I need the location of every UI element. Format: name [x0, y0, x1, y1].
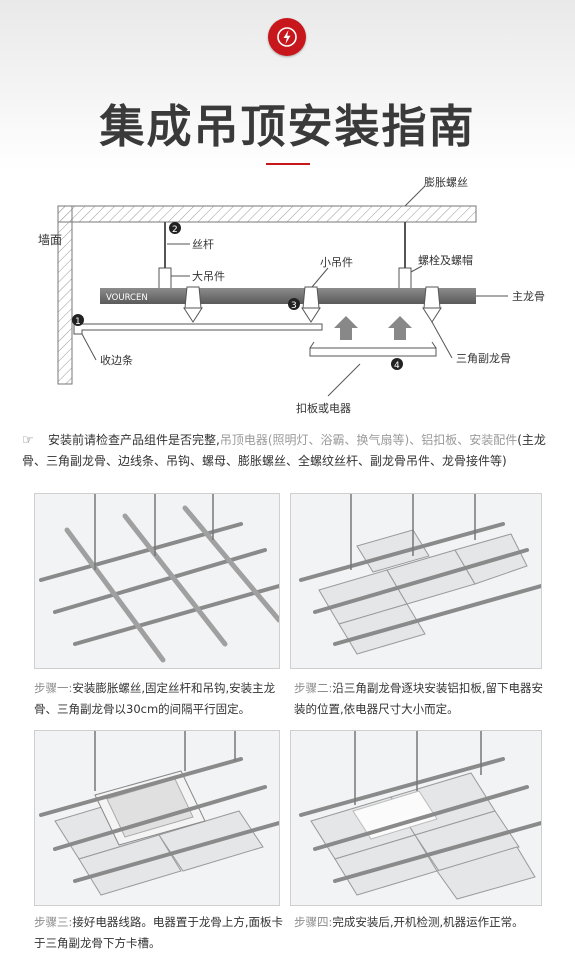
marker-2: 2 [172, 225, 178, 235]
label-wall: 墙面 [38, 233, 62, 247]
step-1-text: 安装膨胀螺丝,固定丝杆和吊钩,安装主龙骨、三角副龙骨以30cm的间隔平行固定。 [34, 681, 276, 716]
arrow-up-2 [388, 316, 412, 340]
triangle-keel-2 [301, 307, 321, 323]
arrow-up-1 [334, 316, 358, 340]
wall [57, 205, 73, 385]
lightning-badge [268, 18, 306, 56]
ceiling-slab [57, 205, 477, 223]
intro-check: 安装前请检查产品组件是否完整, [48, 433, 220, 447]
intro-parts: (主龙骨、三角副龙骨、边线条、吊钩、螺母、膨胀螺丝、全螺纹丝杆、副龙骨吊件、龙骨… [22, 433, 546, 468]
step-4-caption: 步骤四:完成安装后,开机检测,机器运作正常。 [294, 912, 550, 933]
triangle-keel-1 [183, 307, 203, 323]
step-4-label: 步骤四: [294, 915, 333, 929]
step-1-caption: 步骤一:安装膨胀螺丝,固定丝杆和吊钩,安装主龙骨、三角副龙骨以30cm的间隔平行… [34, 678, 284, 720]
label-main-keel: 主龙骨 [512, 290, 545, 303]
label-large-hanger: 大吊件 [192, 269, 225, 283]
label-triangle-keel: 三角副龙骨 [456, 352, 511, 365]
step-3-text: 接好电器线路。电器置于龙骨上方,面板卡于三角副龙骨下方卡槽。 [34, 915, 284, 950]
brand-mark: VOURCEN [106, 293, 148, 303]
main-keel [100, 288, 476, 304]
step-3-caption: 步骤三:接好电器线路。电器置于龙骨上方,面板卡于三角副龙骨下方卡槽。 [34, 912, 284, 954]
step-4-image [290, 730, 542, 906]
edge-strip [73, 323, 323, 335]
step-2-image [290, 493, 542, 669]
light-panel [352, 790, 438, 840]
step-3-image [34, 730, 280, 906]
step-2-caption: 步骤二:沿三角副龙骨逐块安装铝扣板,留下电器安装的位置,依电器尺寸大小而定。 [294, 678, 550, 720]
label-small-hanger: 小吊件 [320, 256, 353, 269]
label-threaded-rod: 丝杆 [192, 237, 214, 251]
pointing-hand-icon: ☞ [22, 433, 34, 448]
marker-1: 1 [75, 317, 81, 327]
triangle-keel-3 [422, 307, 442, 323]
ceiling-panel [309, 347, 437, 357]
label-panel-or-appliance: 扣板或电器 [296, 401, 351, 415]
small-hanger-1 [184, 286, 202, 309]
intro-text: ☞ 安装前请检查产品组件是否完整,吊顶电器(照明灯、浴霸、换气扇等)、铝扣板、安装… [22, 430, 552, 472]
installation-diagram: 墙面 VOURCEN 1 2 3 4 膨胀螺丝 丝杆 大吊件 小吊件 螺栓及螺帽… [38, 175, 545, 415]
step-2-label: 步骤二: [294, 681, 333, 695]
small-hanger-3 [423, 286, 441, 309]
label-edge-strip: 收边条 [100, 353, 133, 367]
title-underline [266, 163, 310, 165]
label-bolt-nut: 螺栓及螺帽 [418, 253, 473, 267]
small-hanger-2 [302, 286, 320, 309]
label-expansion-bolt: 膨胀螺丝 [424, 175, 468, 189]
step-1-label: 步骤一: [34, 681, 73, 695]
intro-items: 吊顶电器(照明灯、浴霸、换气扇等)、铝扣板、安装配件 [219, 433, 518, 447]
marker-3: 3 [291, 301, 297, 311]
step-1-image [34, 493, 280, 669]
marker-4: 4 [394, 361, 400, 371]
lightning-bolt-icon [277, 27, 297, 47]
page-title: 集成吊顶安装指南 [99, 100, 476, 153]
step-2-text: 沿三角副龙骨逐块安装铝扣板,留下电器安装的位置,依电器尺寸大小而定。 [294, 681, 544, 716]
step-3-label: 步骤三: [34, 915, 73, 929]
step-4-text: 完成安装后,开机检测,机器运作正常。 [332, 915, 524, 929]
